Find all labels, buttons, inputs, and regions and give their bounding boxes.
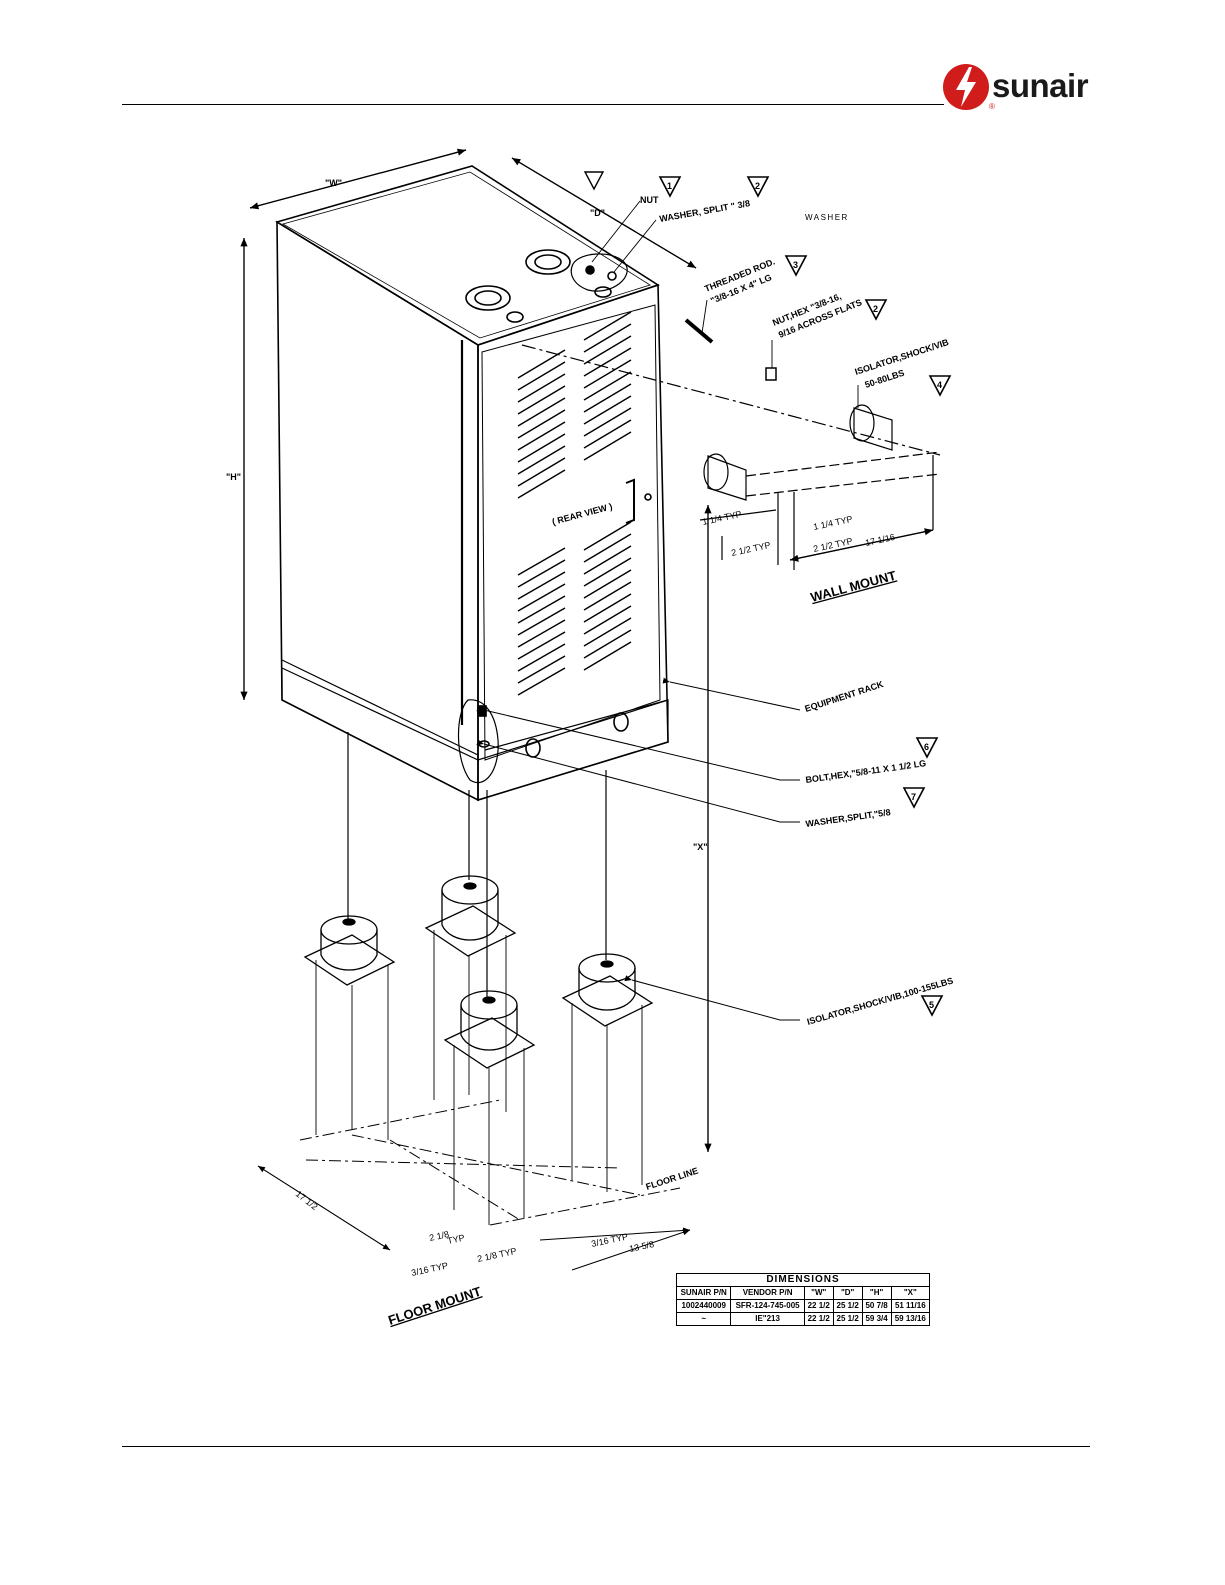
callout-triangle-icon bbox=[928, 375, 952, 397]
callout-triangle-icon bbox=[746, 176, 770, 198]
table-cell: 25 1/2 bbox=[832, 1312, 863, 1326]
reference-triangle-icon bbox=[583, 171, 605, 191]
nut-label: NUT bbox=[640, 195, 659, 205]
wall-dim-2: 2 1/2 TYP bbox=[730, 540, 771, 558]
callout-number: 3 bbox=[793, 260, 798, 270]
callout-triangle-icon bbox=[864, 299, 888, 321]
table-cell: 25 1/2 bbox=[832, 1299, 863, 1313]
table-cell: 22 1/2 bbox=[803, 1299, 834, 1313]
table-cell: 22 1/2 bbox=[803, 1312, 834, 1326]
table-cell: 51 11/16 bbox=[890, 1299, 931, 1313]
col-header: "X" bbox=[890, 1286, 931, 1300]
callout-number: 6 bbox=[924, 742, 929, 752]
floor-dim-5: 3/16 TYP bbox=[410, 1260, 449, 1278]
callout-number: 5 bbox=[929, 1000, 934, 1010]
floor-dim-3: TYP bbox=[446, 1233, 465, 1246]
floor-dim-4: 2 1/8 TYP bbox=[476, 1246, 517, 1264]
rack-rear-panel bbox=[477, 283, 669, 802]
wall-mount-dimensions: 1 1/4 TYP 2 1/2 TYP 1 1/4 TYP 2 1/2 TYP … bbox=[551, 501, 898, 605]
floor-dimension-lines bbox=[257, 1165, 691, 1271]
floor-dim-2: 2 1/8 bbox=[428, 1229, 450, 1243]
callout-number: 7 bbox=[911, 792, 916, 802]
washer-split-bottom-label: WASHER,SPLIT,"5/8 bbox=[805, 807, 891, 829]
d-label: "D" bbox=[590, 208, 605, 218]
floor-isolators bbox=[299, 732, 681, 1226]
table-cell: SFR-124-745-005 bbox=[730, 1299, 805, 1313]
table-cell: 59 3/4 bbox=[861, 1312, 892, 1326]
header-rule bbox=[122, 104, 944, 105]
h-label: "H" bbox=[226, 472, 241, 482]
floor-isolator bbox=[561, 953, 654, 1027]
rear-view-label: ( REAR VIEW ) bbox=[551, 501, 613, 527]
callout-triangles bbox=[658, 176, 952, 1017]
floor-dim-6: 3/16 TYP bbox=[590, 1231, 629, 1249]
floor-dimensions: 17 1/2 2 1/8 TYP 2 1/8 TYP 3/16 TYP 3/16… bbox=[294, 1166, 700, 1328]
table-cell: IE"213 bbox=[730, 1312, 805, 1326]
rack-labels: EQUIPMENT RACK BOLT,HEX,"5/8-11 X 1 1/2 … bbox=[804, 679, 955, 1027]
table-row: 1002440009 SFR-124-745-005 22 1/2 25 1/2… bbox=[675, 1299, 931, 1313]
callout-triangle-icon bbox=[902, 787, 926, 809]
wall-dim-5: 17 1/16 bbox=[864, 532, 895, 548]
col-header: SUNAIR P/N bbox=[675, 1286, 732, 1300]
floor-line-label: FLOOR LINE bbox=[645, 1166, 700, 1192]
callout-number: 2 bbox=[755, 181, 760, 191]
floor-dim-7: 13 5/8 bbox=[628, 1239, 655, 1254]
callout-triangle-icon bbox=[915, 737, 939, 759]
callout-numbers: 1 2 3 2 4 6 7 5 bbox=[667, 181, 942, 1010]
callout-triangle-icon bbox=[784, 255, 808, 277]
table-row: ~ IE"213 22 1/2 25 1/2 59 3/4 59 13/16 bbox=[675, 1312, 931, 1326]
table-cell: 50 7/8 bbox=[861, 1299, 892, 1313]
floor-isolator bbox=[424, 875, 517, 957]
floor-isolator bbox=[443, 990, 536, 1069]
callout-number: 4 bbox=[937, 380, 942, 390]
registered-mark: ® bbox=[989, 102, 995, 111]
dimensions-table-title: DIMENSIONS bbox=[676, 1273, 930, 1286]
wall-mount-assembly bbox=[521, 318, 941, 570]
leader-lines bbox=[476, 677, 801, 1021]
callout-triangle-icon bbox=[920, 995, 944, 1017]
table-cell: 59 13/16 bbox=[890, 1312, 931, 1326]
col-header: "W" bbox=[803, 1286, 834, 1300]
rack-top-face bbox=[275, 165, 660, 346]
callout-number: 2 bbox=[873, 304, 878, 314]
floor-mount-title: FLOOR MOUNT bbox=[386, 1284, 483, 1328]
wall-mount-title: WALL MOUNT bbox=[809, 568, 898, 605]
fan-grille-1 bbox=[465, 285, 511, 311]
brand-name: sunair bbox=[992, 67, 1089, 104]
washer-split-top-label: WASHER, SPLIT " 3/8 bbox=[659, 198, 751, 224]
floor-dim-1: 17 1/2 bbox=[294, 1189, 320, 1212]
table-cell: 1002440009 bbox=[675, 1299, 732, 1313]
bolt-hex-label: BOLT,HEX,"5/8-11 X 1 1/2 LG bbox=[805, 758, 927, 785]
table-cell: ~ bbox=[675, 1312, 732, 1326]
table-header-row: SUNAIR P/N VENDOR P/N "W" "D" "H" "X" bbox=[675, 1286, 931, 1300]
callout-number: 1 bbox=[667, 181, 672, 191]
col-header: "D" bbox=[832, 1286, 863, 1300]
wall-dim-3: 1 1/4 TYP bbox=[812, 514, 853, 532]
floor-isolator bbox=[303, 915, 396, 986]
col-header: "H" bbox=[861, 1286, 892, 1300]
dimensions-table: DIMENSIONS SUNAIR P/N VENDOR P/N "W" "D"… bbox=[675, 1273, 931, 1326]
sunair-bolt-icon bbox=[943, 64, 989, 110]
x-label: "X" bbox=[693, 842, 708, 852]
footer-rule bbox=[122, 1446, 1090, 1447]
washer-label: WASHER bbox=[805, 213, 849, 222]
w-label: "W" bbox=[325, 178, 342, 188]
callout-triangle-icon bbox=[658, 176, 682, 198]
equipment-rack-label: EQUIPMENT RACK bbox=[804, 679, 886, 714]
equipment-rack bbox=[275, 165, 669, 802]
sunair-logo: sunair ® bbox=[942, 59, 1112, 115]
fan-grille-2 bbox=[525, 249, 571, 275]
col-header: VENDOR P/N bbox=[730, 1286, 805, 1300]
dimension-lines bbox=[240, 148, 712, 1152]
